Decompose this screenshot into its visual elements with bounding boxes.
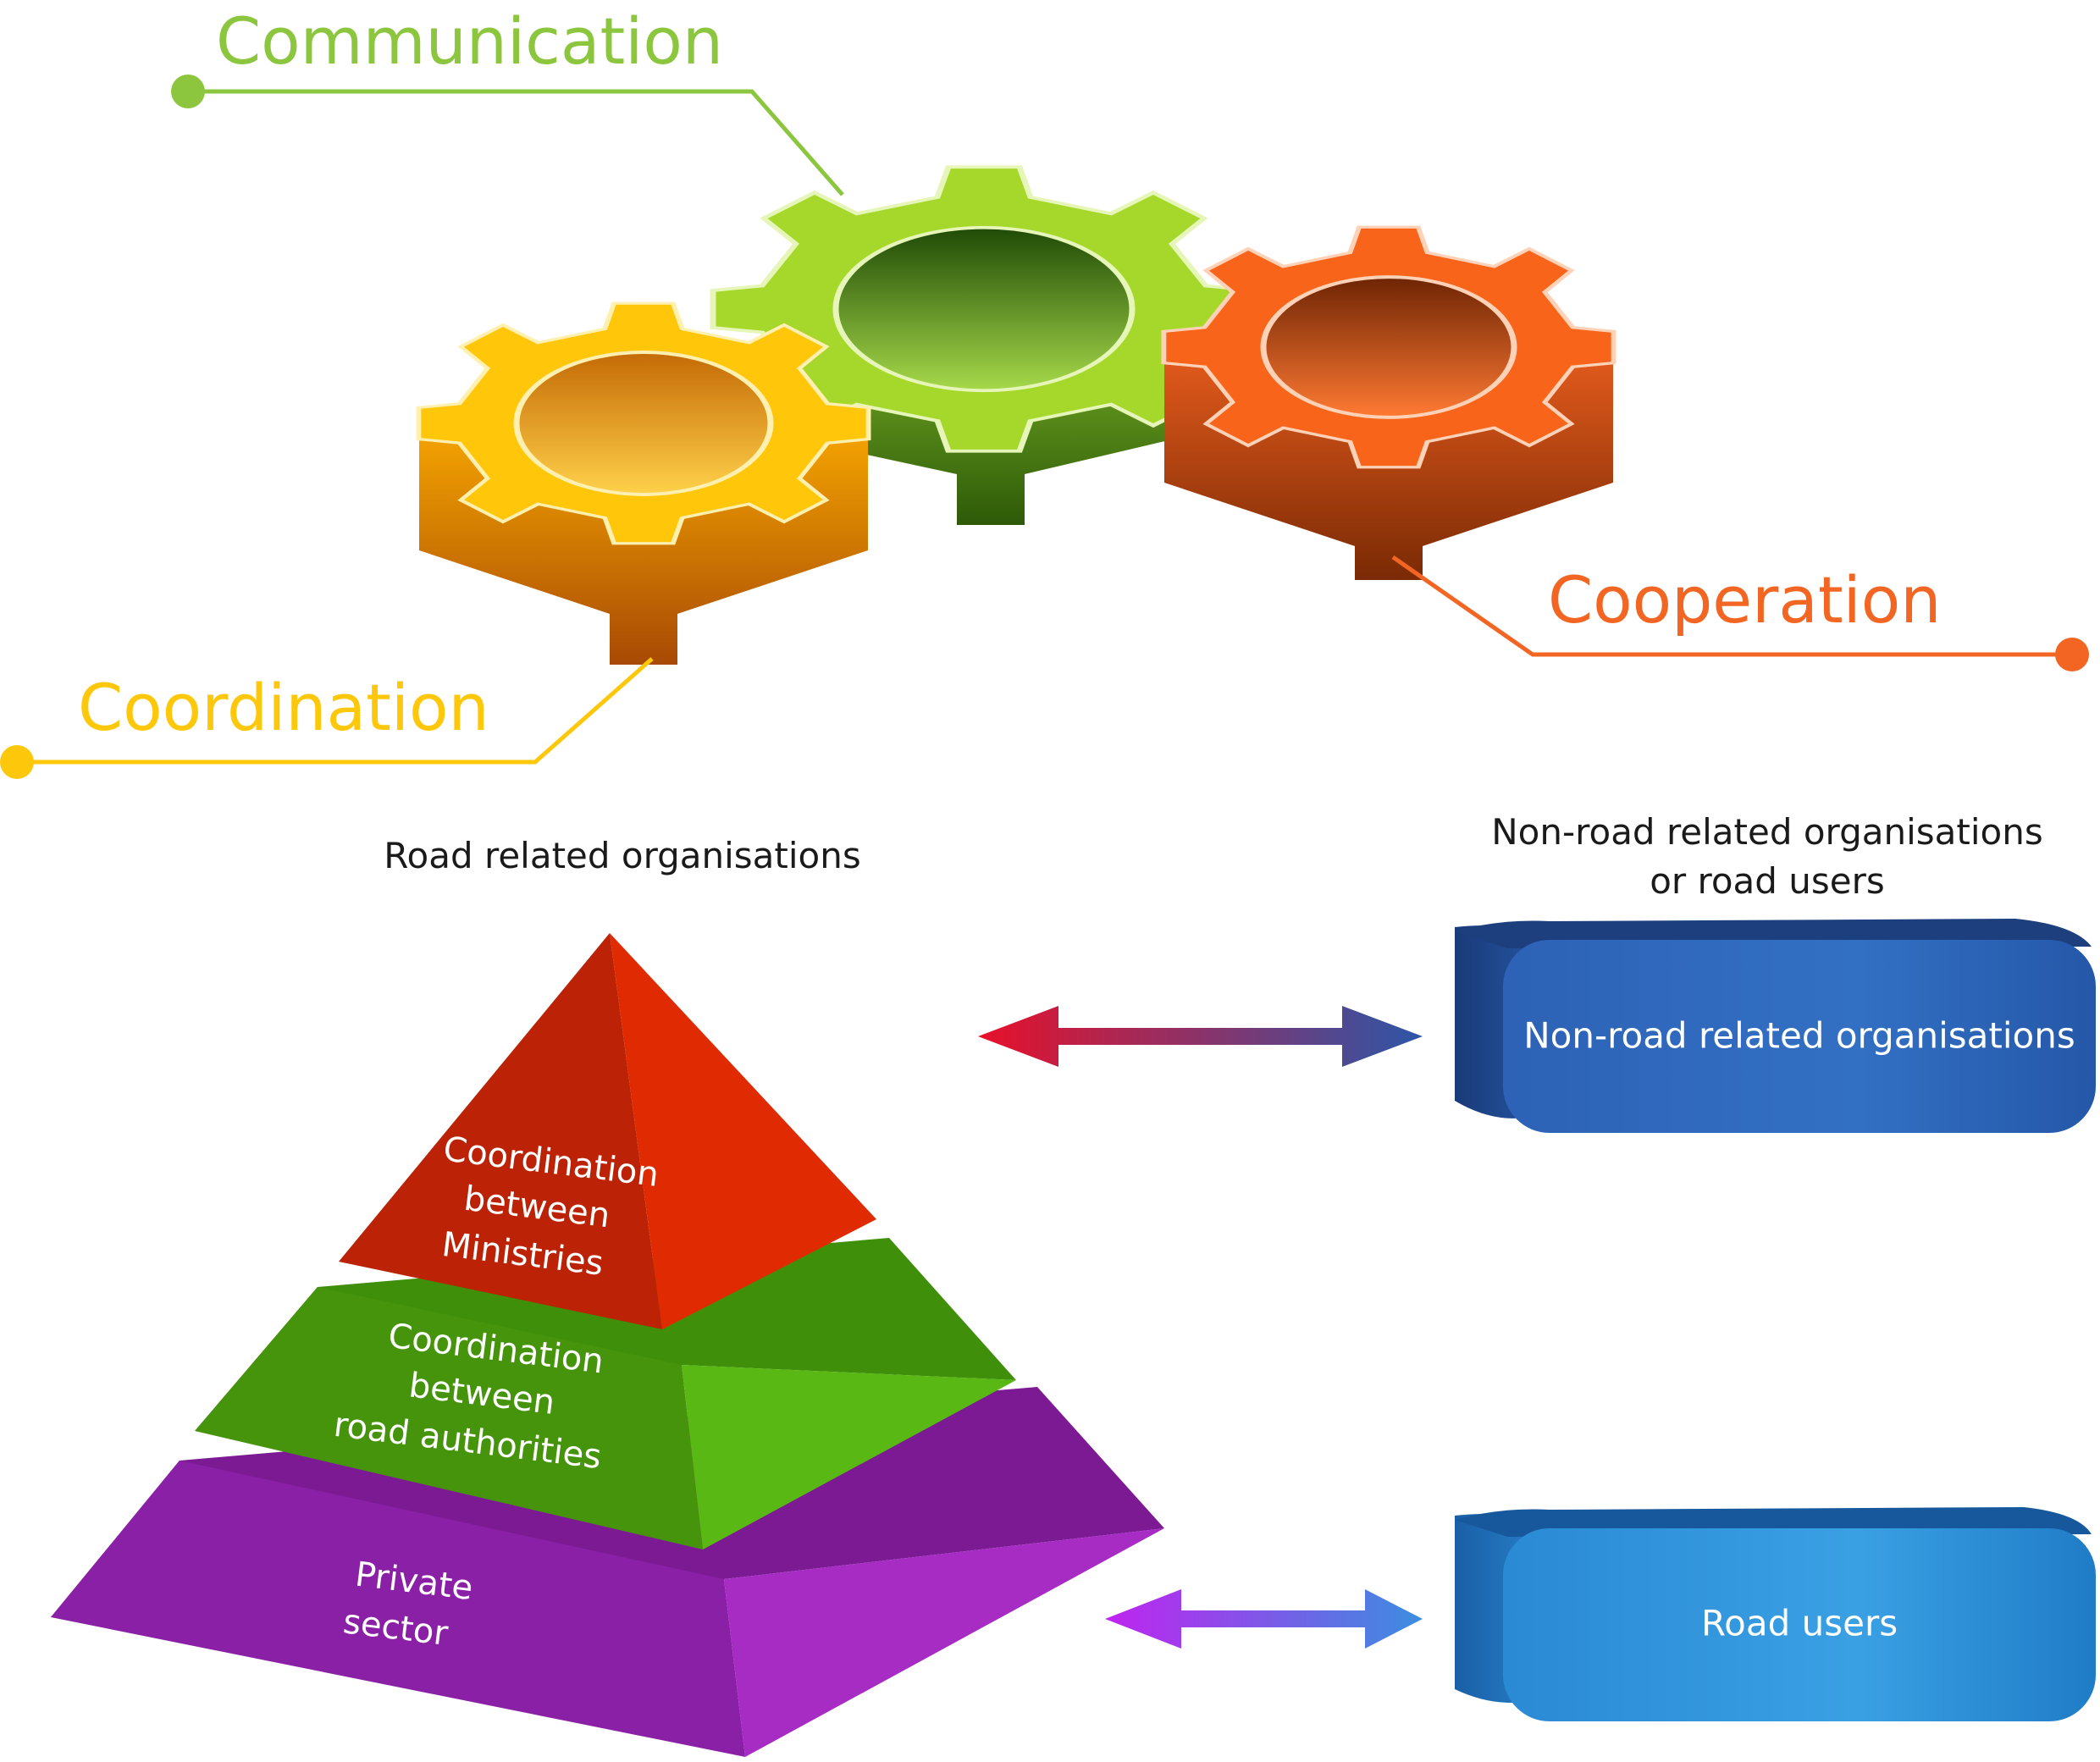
communication-gear (710, 165, 1258, 525)
pyramid-bottom-left-face (51, 1461, 745, 1757)
non-road-heading-line2: or road users (1650, 860, 1885, 902)
pyramid-middle-right-face (682, 1365, 1016, 1549)
non-road-organisations-box: Non-road related organisations (1455, 919, 2096, 1133)
pyramid-middle-left-face (195, 1287, 703, 1549)
cooperation-dot (2055, 638, 2089, 671)
non-road-heading-line1: Non-road related organisations (1491, 811, 2042, 853)
cooperation-leader-line (1391, 555, 2072, 657)
non-road-box-label: Non-road related organisations (1523, 1015, 2075, 1057)
coordination-label: Coordination (78, 670, 489, 745)
communication-leader-line (188, 89, 844, 196)
cooperation-label: Cooperation (1548, 562, 1941, 638)
pyramid-top-left-face (339, 933, 662, 1329)
non-road-box-front (1503, 940, 2096, 1133)
coordination-leader-line (17, 657, 654, 765)
coordination-gear-hole (513, 351, 774, 496)
coordination-gear (416, 301, 871, 665)
pyramid: Coordination between Ministries Coordina… (51, 933, 1164, 1757)
communication-dot (171, 75, 205, 108)
cooperation-gear-hole (1260, 275, 1517, 419)
communication-label: Communication (216, 3, 723, 79)
coordination-dot (0, 745, 34, 779)
cooperation-gear (1161, 225, 1616, 580)
top-double-arrow (978, 1006, 1423, 1067)
pyramid-top-right-face (610, 933, 876, 1329)
road-users-box-label: Road users (1701, 1603, 1898, 1644)
bottom-double-arrow (1105, 1589, 1423, 1649)
road-users-box-front (1503, 1528, 2096, 1721)
coordination-callout: Coordination (0, 657, 654, 779)
road-users-box: Road users (1455, 1507, 2096, 1721)
road-related-heading: Road related organisations (384, 835, 861, 876)
pyramid-bottom-right-face (724, 1528, 1164, 1757)
communication-gear-hole (832, 225, 1136, 393)
cooperation-callout: Cooperation (1391, 555, 2089, 671)
communication-callout: Communication (171, 3, 844, 196)
